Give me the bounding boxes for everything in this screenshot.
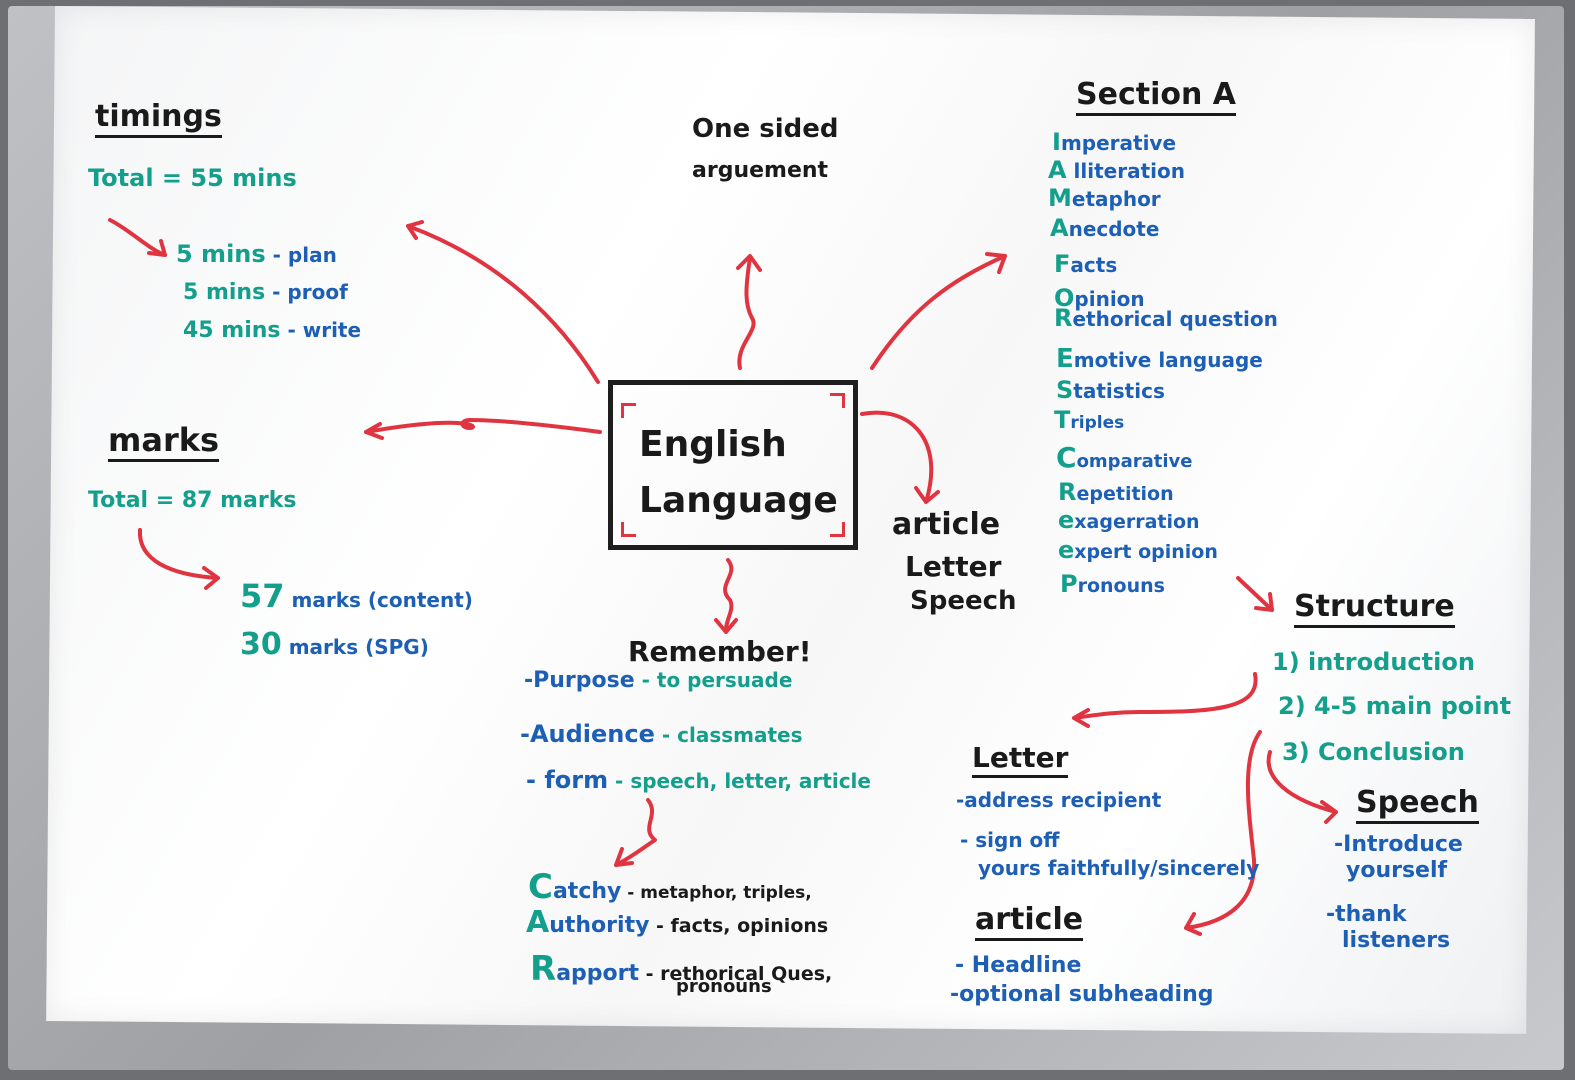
- speech-item: yourself: [1346, 858, 1448, 883]
- letter-item: yours faithfully/sincerely: [978, 856, 1260, 880]
- arrow-to-section-a: [870, 252, 1007, 370]
- marks-item: 30 marks (SPG): [240, 627, 429, 662]
- letter-item: - sign off: [960, 828, 1060, 852]
- marks-heading: marks: [108, 424, 220, 462]
- section-a-item: Comparative: [1056, 441, 1193, 474]
- timings-item: 45 mins - write: [183, 318, 362, 343]
- arrow-structure-to-article: [1184, 730, 1262, 936]
- section-a-item: Statistics: [1056, 376, 1165, 404]
- car-item: Rapport - rethorical Ques,: [530, 949, 833, 989]
- arrow-to-forms: [860, 410, 940, 504]
- article-heading: article: [975, 905, 1084, 941]
- article-item: -optional subheading: [950, 982, 1214, 1007]
- section-a-item: Rethorical question: [1054, 304, 1278, 332]
- car-note-continued: pronouns: [676, 976, 772, 997]
- arrow-timings-total: [108, 218, 167, 257]
- timings-item: 5 mins - plan: [176, 240, 337, 268]
- one-sided-line1: One sided: [692, 114, 839, 144]
- speech-item: listeners: [1342, 928, 1451, 953]
- forms-line2: Letter: [905, 550, 1002, 583]
- arrow-to-car: [614, 798, 657, 867]
- section-a-item: Facts: [1054, 250, 1118, 278]
- speech-item: -thank: [1326, 902, 1407, 927]
- speech-heading: Speech: [1356, 788, 1479, 824]
- arrow-to-marks: [364, 418, 602, 440]
- arrow-to-one-sided: [736, 254, 762, 370]
- arrow-to-timings: [406, 220, 600, 384]
- remember-item: -Purpose - to persuade: [524, 668, 793, 693]
- section-a-item: Imperative: [1052, 128, 1177, 156]
- central-title-line2: Language: [639, 480, 838, 521]
- car-item: Catchy - metaphor, triples,: [528, 867, 812, 907]
- structure-heading: Structure: [1294, 592, 1455, 628]
- remember-heading: Remember!: [628, 635, 812, 668]
- structure-item: 1) introduction: [1272, 648, 1475, 676]
- section-a-item: expert opinion: [1058, 536, 1218, 564]
- one-sided-line2: arguement: [692, 158, 829, 183]
- speech-item: -Introduce: [1334, 832, 1463, 857]
- letter-item: -address recipient: [956, 788, 1162, 812]
- remember-item: -Audience - classmates: [520, 720, 803, 748]
- car-item: Authority - facts, opinions: [526, 905, 829, 940]
- central-node: English Language: [608, 380, 858, 550]
- section-a-item: Repetition: [1058, 478, 1174, 506]
- timings-item: 5 mins - proof: [183, 280, 348, 305]
- arrow-to-remember: [714, 558, 738, 634]
- timings-heading: timings: [95, 102, 222, 138]
- letter-heading: Letter: [972, 744, 1069, 778]
- timings-total: Total = 55 mins: [88, 164, 297, 192]
- marks-item: 57 marks (content): [240, 577, 473, 615]
- arrow-structure-to-letter: [1072, 672, 1258, 728]
- structure-item: 3) Conclusion: [1282, 738, 1465, 766]
- section-a-heading: Section A: [1076, 80, 1236, 116]
- remember-item: - form - speech, letter, article: [526, 766, 871, 794]
- section-a-item: Emotive language: [1056, 344, 1263, 374]
- section-a-item: Triples: [1054, 406, 1125, 434]
- marks-total: Total = 87 marks: [88, 488, 297, 513]
- forms-line3: Speech: [910, 586, 1017, 616]
- arrow-structure-to-speech: [1266, 750, 1338, 824]
- section-a-item: A lliteration: [1048, 156, 1185, 184]
- central-title-line1: English: [639, 424, 787, 465]
- section-a-item: Opinion: [1054, 284, 1145, 312]
- structure-item: 2) 4-5 main point: [1278, 692, 1512, 720]
- section-a-item: Pronouns: [1060, 570, 1165, 598]
- arrow-marks-total: [137, 528, 220, 590]
- section-a-item: Metaphor: [1048, 184, 1161, 212]
- section-a-item: exagerration: [1058, 506, 1200, 534]
- arrow-section-to-structure: [1236, 576, 1274, 612]
- forms-line1: article: [892, 507, 1001, 542]
- section-a-item: Anecdote: [1050, 214, 1160, 242]
- article-item: - Headline: [955, 953, 1082, 978]
